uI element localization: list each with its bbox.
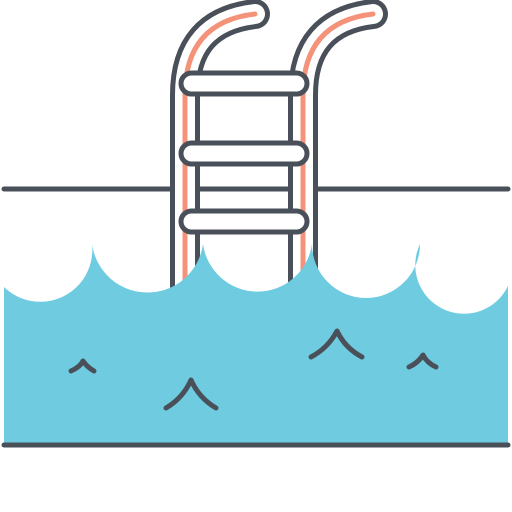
ladder: [170, 0, 388, 310]
ripple-mark: [163, 377, 219, 411]
ladder-step: [178, 140, 310, 167]
water-ripples: [68, 328, 439, 411]
ladder-step: [178, 208, 310, 235]
ripple-mark: [406, 352, 439, 370]
pool-water: [4, 244, 508, 444]
ladder-step: [178, 70, 310, 97]
ripple-mark: [308, 328, 365, 360]
ripple-mark: [68, 358, 97, 374]
